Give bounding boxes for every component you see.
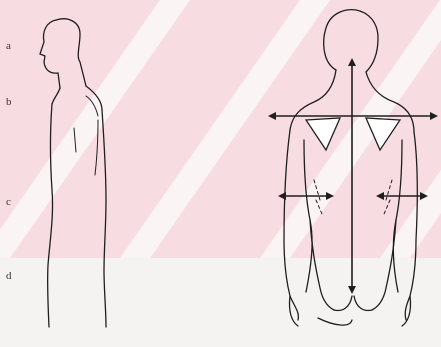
label-c: c xyxy=(6,196,11,208)
label-b: b xyxy=(6,96,12,108)
label-a: a xyxy=(6,40,11,52)
label-d: d xyxy=(6,270,12,282)
